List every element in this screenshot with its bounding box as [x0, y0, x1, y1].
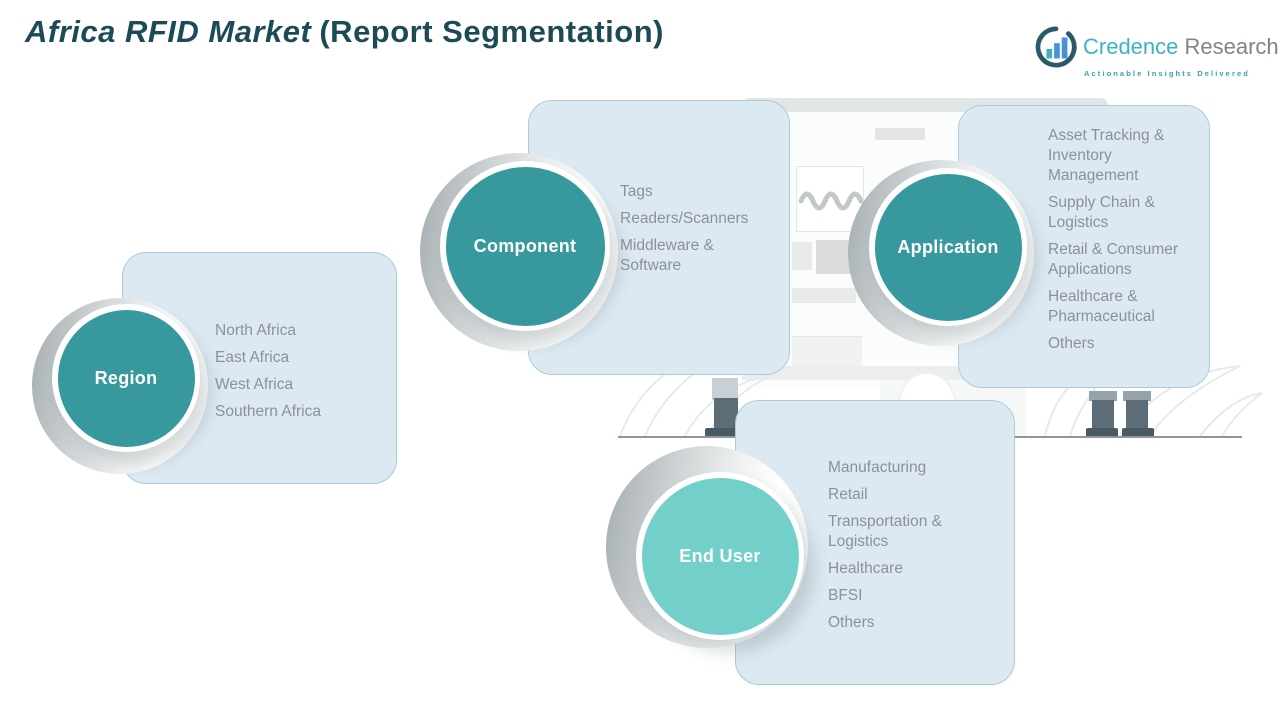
- person-leg: [714, 398, 738, 430]
- person-shoe: [705, 428, 739, 437]
- component-circle: Component: [440, 161, 610, 331]
- application-label: Application: [897, 236, 999, 257]
- person-leg: [1126, 400, 1148, 430]
- list-item: BFSI: [828, 587, 863, 604]
- page-title: Africa RFID Market(Report Segmentation): [25, 14, 664, 50]
- credence-research-logo: Credence Research Actionable Insights De…: [1035, 26, 1279, 78]
- list-item: Transportation & Logistics: [828, 513, 943, 550]
- logo-wordmark: Credence Research: [1083, 34, 1279, 60]
- application-circle: Application: [869, 168, 1027, 326]
- brand-primary: Credence: [1083, 34, 1179, 59]
- list-item: West Africa: [215, 376, 294, 393]
- list-item: Asset Tracking & Inventory Management: [1048, 127, 1165, 184]
- region-circle: Region: [52, 304, 200, 452]
- list-item: Healthcare: [828, 560, 903, 577]
- person-leg: [1092, 400, 1114, 430]
- person-leg-cuff: [1123, 391, 1151, 401]
- list-item: Retail: [828, 486, 868, 503]
- logo-tagline: Actionable Insights Delivered: [1084, 69, 1250, 78]
- list-item: Tags: [620, 183, 653, 200]
- whiteboard-block: [792, 242, 812, 270]
- list-item: East Africa: [215, 349, 290, 366]
- brand-secondary: Research: [1184, 34, 1279, 59]
- list-item: Middleware & Software: [620, 237, 714, 274]
- list-item: Supply Chain & Logistics: [1048, 194, 1155, 231]
- bar-chart-circle-icon: [1035, 26, 1077, 68]
- person-shoe: [1086, 428, 1118, 437]
- person-leg-cuff: [1089, 391, 1117, 401]
- list-item: Healthcare & Pharmaceutical: [1048, 288, 1155, 325]
- list-item: Others: [1048, 335, 1095, 352]
- list-item: Southern Africa: [215, 403, 321, 420]
- end-user-label: End User: [679, 545, 761, 566]
- page-title-suffix: (Report Segmentation): [319, 14, 664, 49]
- whiteboard-bar: [792, 288, 856, 303]
- person-shoe: [1122, 428, 1154, 437]
- page-title-main: Africa RFID Market: [25, 14, 312, 49]
- whiteboard-text-bar: [875, 128, 925, 140]
- whiteboard-row: [792, 336, 862, 366]
- wavy-line-chart-icon: [798, 191, 863, 211]
- list-item: Manufacturing: [828, 459, 927, 476]
- person-leg-cuff: [712, 378, 738, 400]
- list-item: North Africa: [215, 322, 296, 339]
- list-item: Readers/Scanners: [620, 210, 749, 227]
- region-label: Region: [94, 367, 158, 388]
- component-label: Component: [473, 235, 577, 256]
- list-item: Retail & Consumer Applications: [1048, 241, 1179, 278]
- list-item: Others: [828, 614, 875, 631]
- end-user-circle: End User: [636, 472, 804, 640]
